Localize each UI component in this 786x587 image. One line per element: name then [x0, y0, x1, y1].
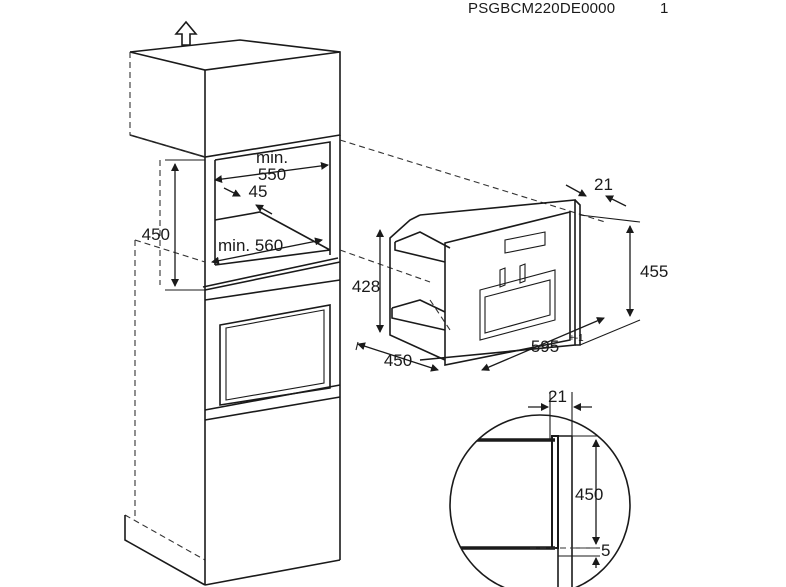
- label-height-455: 455: [640, 262, 668, 281]
- label-min-560: min. 560: [218, 236, 283, 255]
- label-tolerance: +-1: [569, 333, 584, 344]
- up-arrow-icon: [174, 20, 198, 46]
- label-width-595: 595: [531, 337, 559, 356]
- label-height-450-cabinet: 450: [142, 225, 170, 244]
- label-height-450-detail: 450: [575, 485, 603, 504]
- label-depth-450: 450: [384, 351, 412, 370]
- label-height-428: 428: [352, 277, 380, 296]
- label-gap-5-detail: 5: [601, 541, 610, 560]
- product-code: PSGBCM220DE0000 1: [468, 0, 669, 17]
- label-min-550-value: 550: [258, 165, 286, 184]
- label-depth-45: 45: [249, 182, 268, 201]
- tall-cabinet: [124, 39, 341, 586]
- label-gap-21-detail: 21: [548, 387, 567, 406]
- projection-lines: [339, 139, 606, 331]
- dim-428: 428: [352, 229, 384, 333]
- label-gap-21-top: 21: [594, 175, 613, 194]
- label-min-550-top: min.: [256, 148, 288, 167]
- dim-cabinet-450: 450: [142, 159, 205, 291]
- dim-depth-450: 450: [355, 341, 439, 372]
- dim-min-560: min. 560: [211, 236, 323, 265]
- detail-view: 21 450 5: [449, 387, 631, 587]
- dim-min-550: min. 550: [214, 148, 329, 184]
- dim-21-top: 21: [565, 175, 627, 207]
- product-code-text: PSGBCM220DE0000: [468, 0, 615, 17]
- dim-45: 45: [223, 182, 273, 215]
- dim-455: 455: [579, 214, 668, 346]
- dim-595: 595 +-1: [481, 317, 605, 371]
- product-code-cut: 1: [660, 0, 669, 17]
